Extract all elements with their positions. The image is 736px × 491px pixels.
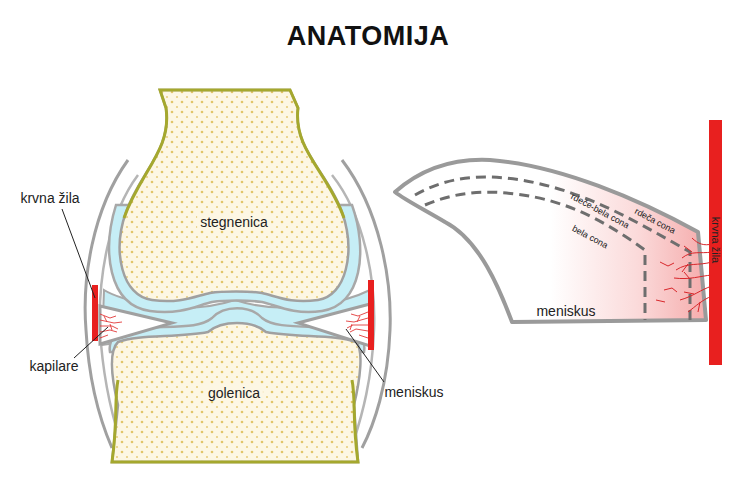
femur-bone [120, 90, 349, 301]
leader-line [74, 327, 108, 358]
tibia-outline [112, 380, 358, 462]
meniscus-wedge [298, 304, 370, 346]
meniscus-wedge [100, 306, 172, 344]
bone-label: golenica [205, 385, 263, 401]
blood-vessel [709, 120, 722, 365]
leader-line [62, 209, 95, 298]
tibia-texture [112, 323, 361, 462]
capillaries [656, 238, 712, 312]
femur-texture [120, 90, 349, 301]
diagram-title: ANATOMIJA [287, 21, 450, 52]
part-label: krvna žila [20, 190, 79, 206]
zone-boundary [425, 192, 645, 320]
part-label: kapilare [29, 358, 78, 374]
bone-label: stegnenica [197, 214, 271, 230]
femur-outline [124, 90, 344, 218]
meniscus-section [395, 160, 706, 322]
vessel-label: krvna žila [710, 217, 723, 263]
zone-label: bela cona [570, 223, 609, 250]
zone-label: rdeča cona [633, 206, 677, 236]
blood-vessel [368, 280, 374, 350]
zone-boundary [415, 177, 690, 320]
part-label: meniskus [384, 384, 443, 400]
part-label: meniskus [536, 303, 595, 319]
capillaries [100, 312, 368, 338]
leader-line [346, 329, 384, 382]
tibia-bone [112, 323, 361, 462]
